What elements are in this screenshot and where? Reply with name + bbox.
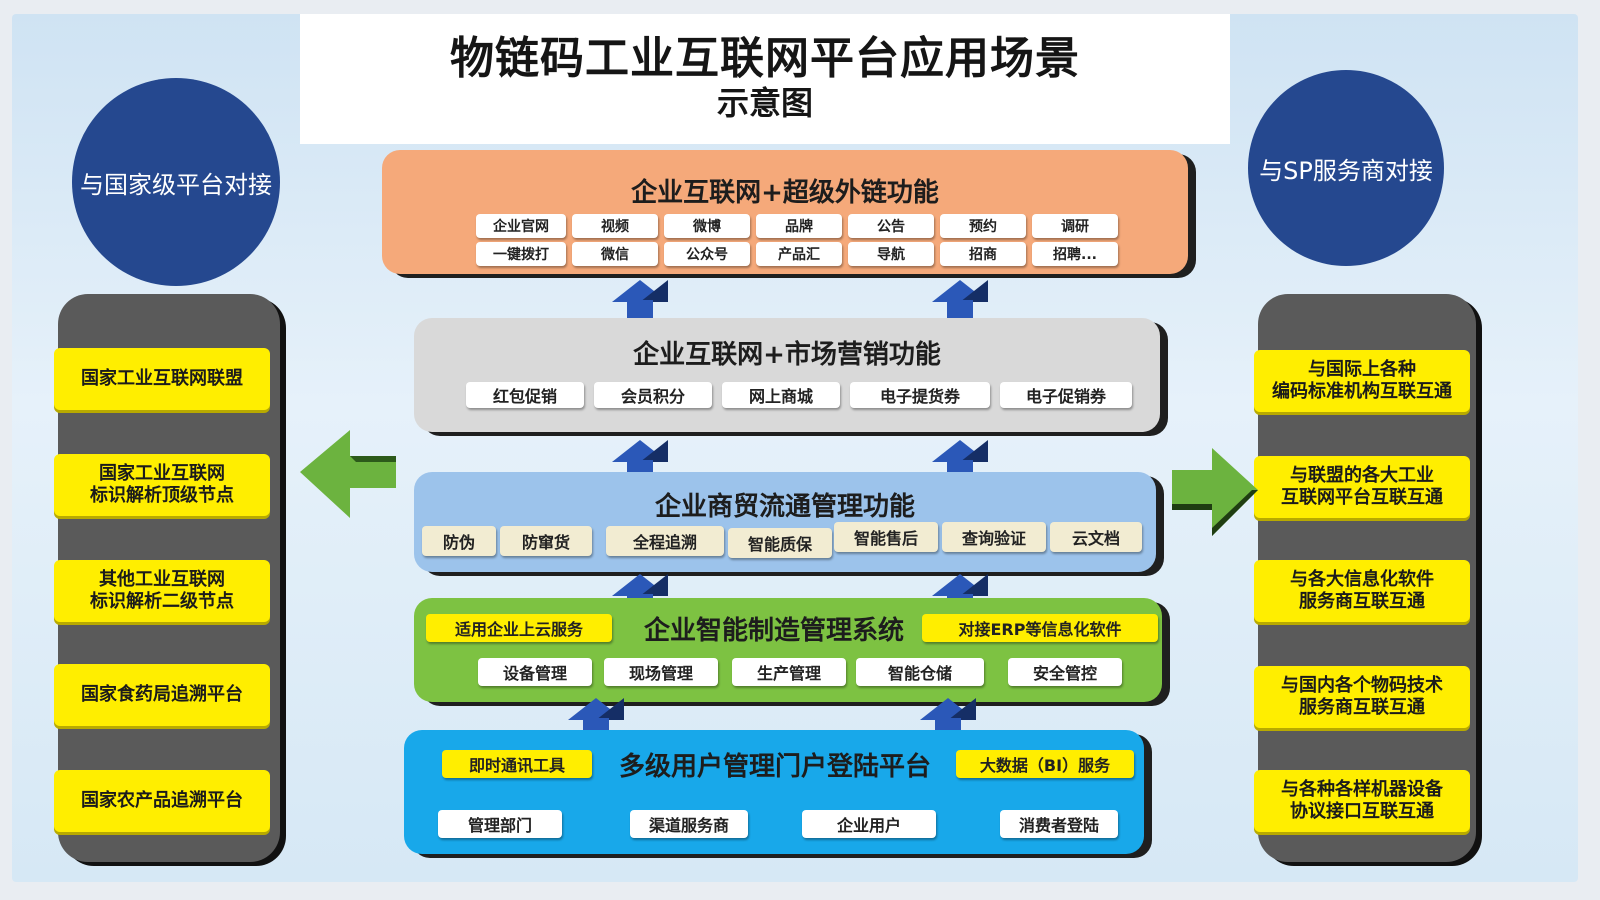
band-trade: 企业商贸流通管理功能 防伪 防窜货 全程追溯 智能质保 智能售后 查询验证 云文…: [414, 472, 1156, 572]
left-item: 国家农产品追溯平台: [54, 770, 270, 832]
feature-pill: 品牌: [756, 214, 842, 238]
title-panel: [300, 14, 1230, 144]
left-item: 国家食药局追溯平台: [54, 664, 270, 726]
diagram-title: 物链码工业互联网平台应用场景: [450, 33, 1080, 84]
feature-pill: 微信: [572, 242, 658, 266]
feature-pill: 全程追溯: [606, 526, 724, 556]
up-arrow-icon: [932, 280, 988, 320]
right-column: 与国际上各种 编码标准机构互联互通 与联盟的各大工业 互联网平台互联互通 与各大…: [1254, 294, 1476, 862]
band-title: 企业商贸流通管理功能: [654, 492, 915, 522]
sp-provider-label: 与SP服务商对接: [1259, 156, 1433, 185]
national-platform-label: 与国家级平台对接: [80, 170, 272, 199]
left-green-arrow-icon: [300, 430, 396, 518]
feature-pill: 查询验证: [942, 522, 1046, 552]
feature-pill: 产品汇: [756, 242, 842, 266]
feature-pill: 生产管理: [732, 658, 846, 686]
right-item: 与联盟的各大工业 互联网平台互联互通: [1254, 456, 1470, 518]
erp-tag: 对接ERP等信息化软件: [922, 614, 1158, 642]
up-arrow-icon: [612, 280, 668, 320]
feature-pill: 公告: [848, 214, 934, 238]
feature-pill: 一键拨打: [476, 242, 566, 266]
band-title: 企业智能制造管理系统: [643, 616, 904, 646]
left-item: 国家工业互联网 标识解析顶级节点: [54, 454, 270, 516]
feature-pill: 安全管控: [1008, 658, 1122, 686]
feature-pill: 企业官网: [476, 214, 566, 238]
feature-pill: 预约: [940, 214, 1026, 238]
feature-pill: 微博: [664, 214, 750, 238]
feature-pill: 公众号: [664, 242, 750, 266]
band-title: 企业互联网+市场营销功能: [633, 340, 941, 370]
feature-pill: 电子提货券: [850, 382, 990, 408]
cloud-service-tag: 适用企业上云服务: [426, 614, 612, 642]
band-user-portal: 即时通讯工具 多级用户管理门户登陆平台 大数据（BI）服务 管理部门 渠道服务商…: [404, 730, 1144, 854]
sp-provider-circle: 与SP服务商对接: [1248, 70, 1444, 266]
band-marketing: 企业互联网+市场营销功能 红包促销 会员积分 网上商城 电子提货券 电子促销券: [414, 318, 1160, 432]
feature-pill: 管理部门: [438, 810, 562, 838]
feature-pill: 设备管理: [478, 658, 592, 686]
feature-pill: 智能售后: [834, 522, 938, 552]
left-item: 国家工业互联网联盟: [54, 348, 270, 410]
feature-pill: 企业用户: [802, 810, 936, 838]
feature-pill: 红包促销: [466, 382, 584, 408]
feature-pill: 招聘...: [1032, 242, 1118, 266]
feature-pill: 云文档: [1050, 522, 1142, 552]
feature-pill: 智能质保: [728, 528, 832, 558]
band-external-links: 企业互联网+超级外链功能 企业官网 视频 微博 品牌 公告 预约 调研 一键拨打…: [382, 150, 1188, 274]
band-title: 企业互联网+超级外链功能: [631, 178, 939, 208]
feature-pill: 调研: [1032, 214, 1118, 238]
right-item: 与国内各个物码技术 服务商互联互通: [1254, 666, 1470, 728]
band-manufacturing: 适用企业上云服务 企业智能制造管理系统 对接ERP等信息化软件 设备管理 现场管…: [414, 598, 1162, 702]
left-column: 国家工业互联网联盟 国家工业互联网 标识解析顶级节点 其他工业互联网 标识解析二…: [54, 294, 280, 862]
right-green-arrow-icon: [1172, 448, 1258, 536]
feature-pill: 导航: [848, 242, 934, 266]
im-tool-tag: 即时通讯工具: [442, 750, 592, 778]
up-arrow-icon: [568, 698, 624, 738]
diagram-subtitle: 示意图: [716, 84, 813, 122]
feature-pill: 网上商城: [722, 382, 840, 408]
feature-pill: 防伪: [422, 526, 496, 556]
feature-pill: 智能仓储: [856, 658, 984, 686]
feature-pill: 消费者登陆: [1000, 810, 1118, 838]
feature-pill: 视频: [572, 214, 658, 238]
feature-pill: 招商: [940, 242, 1026, 266]
right-item: 与国际上各种 编码标准机构互联互通: [1254, 350, 1470, 412]
feature-pill: 防窜货: [500, 526, 592, 556]
bi-service-tag: 大数据（BI）服务: [956, 750, 1134, 778]
national-platform-circle: 与国家级平台对接: [72, 78, 280, 286]
feature-pill: 现场管理: [604, 658, 718, 686]
band-title: 多级用户管理门户登陆平台: [618, 752, 931, 782]
left-item: 其他工业互联网 标识解析二级节点: [54, 560, 270, 622]
feature-pill: 会员积分: [594, 382, 712, 408]
feature-pill: 渠道服务商: [630, 810, 748, 838]
right-item: 与各种各样机器设备 协议接口互联互通: [1254, 770, 1470, 832]
feature-pill: 电子促销券: [1000, 382, 1132, 408]
right-item: 与各大信息化软件 服务商互联互通: [1254, 560, 1470, 622]
